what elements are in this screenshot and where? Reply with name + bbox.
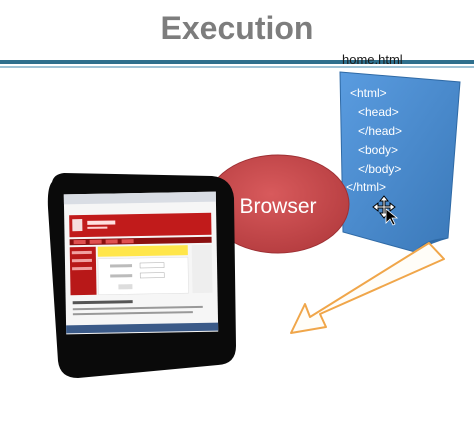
- code-line: <body>: [358, 143, 398, 157]
- browser-node: Browser: [206, 154, 350, 254]
- title-rule-light: [0, 66, 474, 68]
- html-document: <html> <head> </head> <body> </body> </h…: [339, 71, 461, 253]
- code-line: </head>: [358, 124, 402, 138]
- code-line: <head>: [358, 105, 399, 119]
- browser-label: Browser: [239, 195, 316, 218]
- title-rule: [0, 60, 474, 64]
- slide-title: Execution: [160, 10, 314, 46]
- file-name-label: home.html: [342, 52, 403, 67]
- browser-screen: [63, 191, 219, 335]
- code-line: <html>: [350, 86, 387, 100]
- code-line: </body>: [358, 162, 401, 176]
- arrow-down-left-icon: [290, 242, 445, 334]
- code-line: </html>: [346, 180, 386, 194]
- rendered-page-device: [47, 173, 237, 378]
- move-cursor-icon: [372, 195, 399, 226]
